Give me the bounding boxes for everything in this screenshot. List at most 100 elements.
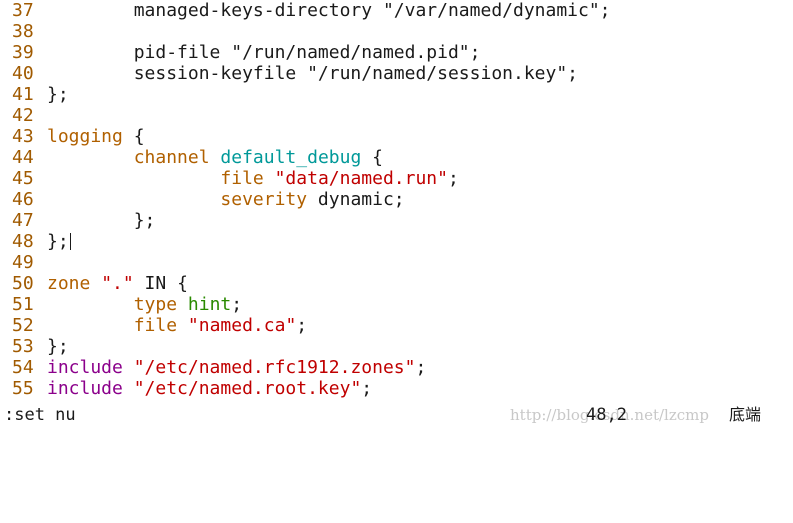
line-number: 55	[12, 378, 34, 399]
line-number: 47	[12, 210, 34, 231]
code-token: "."	[101, 273, 134, 294]
code-token	[123, 357, 134, 378]
line-number: 48	[12, 231, 34, 252]
cursor-position: 48,2	[586, 405, 627, 425]
line-text: };	[47, 210, 156, 231]
code-token: };	[47, 231, 69, 252]
code-token: pid-file "/run/named/named.pid";	[47, 42, 481, 63]
line-text: include "/etc/named.rfc1912.zones";	[47, 357, 426, 378]
code-line[interactable]: 37 managed-keys-directory "/var/named/dy…	[0, 0, 793, 21]
line-number: 46	[12, 189, 34, 210]
code-token: IN {	[133, 273, 188, 294]
code-token: file	[220, 168, 264, 189]
line-number: 50	[12, 273, 34, 294]
code-token: ;	[231, 294, 243, 315]
line-number: 53	[12, 336, 34, 357]
code-token: };	[47, 84, 69, 105]
line-text: session-keyfile "/run/named/session.key"…	[47, 63, 578, 84]
code-token	[47, 294, 134, 315]
line-text: type hint;	[47, 294, 242, 315]
code-line[interactable]: 55 include "/etc/named.root.key";	[0, 378, 793, 399]
code-line[interactable]: 39 pid-file "/run/named/named.pid";	[0, 42, 793, 63]
code-token: channel	[133, 147, 210, 168]
code-token: type	[133, 294, 178, 315]
code-token: "named.ca"	[187, 315, 297, 336]
scroll-position: 底端	[729, 405, 762, 424]
code-token: {	[122, 126, 145, 147]
code-line[interactable]: 50 zone "." IN {	[0, 273, 793, 294]
code-token: ;	[296, 315, 308, 336]
code-token: {	[361, 147, 383, 168]
code-token: dynamic;	[307, 189, 405, 210]
code-line[interactable]: 46 severity dynamic;	[0, 189, 793, 210]
code-token	[264, 168, 275, 189]
code-token: ;	[447, 168, 459, 189]
line-text: pid-file "/run/named/named.pid";	[47, 42, 481, 63]
code-token	[210, 147, 221, 168]
editor-text-area[interactable]: 37 managed-keys-directory "/var/named/dy…	[0, 0, 793, 403]
code-token: "data/named.run"	[274, 168, 448, 189]
code-line[interactable]: 43 logging {	[0, 126, 793, 147]
code-token	[177, 315, 188, 336]
line-text: managed-keys-directory "/var/named/dynam…	[47, 0, 611, 21]
code-token	[90, 273, 101, 294]
code-line[interactable]: 51 type hint;	[0, 294, 793, 315]
code-token: };	[47, 336, 69, 357]
line-text: zone "." IN {	[47, 273, 188, 294]
code-line[interactable]: 45 file "data/named.run";	[0, 168, 793, 189]
line-text: include "/etc/named.root.key";	[47, 378, 372, 399]
code-token: };	[47, 210, 156, 231]
code-line[interactable]: 41};	[0, 84, 793, 105]
line-text: };	[47, 336, 69, 357]
code-token: logging	[47, 126, 123, 147]
code-token: hint	[187, 294, 232, 315]
code-line[interactable]: 42	[0, 105, 793, 126]
line-text: severity dynamic;	[47, 189, 405, 210]
code-line[interactable]: 47 };	[0, 210, 793, 231]
line-text: file "named.ca";	[47, 315, 307, 336]
code-token	[123, 378, 134, 399]
code-line[interactable]: 40 session-keyfile "/run/named/session.k…	[0, 63, 793, 84]
line-text: file "data/named.run";	[47, 168, 459, 189]
line-number: 43	[12, 126, 34, 147]
code-token: session-keyfile "/run/named/session.key"…	[47, 63, 579, 84]
line-number: 45	[12, 168, 34, 189]
code-token: severity	[220, 189, 308, 210]
code-line[interactable]: 53};	[0, 336, 793, 357]
code-token: include	[47, 357, 123, 378]
line-number: 37	[12, 0, 34, 21]
code-line[interactable]: 38	[0, 21, 793, 42]
line-text: };	[47, 84, 69, 105]
line-number: 42	[12, 105, 34, 126]
code-line[interactable]: 48};	[0, 231, 793, 252]
code-token	[47, 315, 134, 336]
line-number: 49	[12, 252, 34, 273]
watermark-text: http://blog.csdn.net/lzcmp	[510, 406, 709, 424]
code-token: "/etc/named.root.key"	[133, 378, 362, 399]
code-line[interactable]: 54 include "/etc/named.rfc1912.zones";	[0, 357, 793, 378]
command-line[interactable]: :set nu	[4, 405, 76, 425]
line-number: 44	[12, 147, 34, 168]
line-text: };	[47, 231, 71, 252]
code-token: ;	[415, 357, 427, 378]
line-number: 41	[12, 84, 34, 105]
code-line[interactable]: 52 file "named.ca";	[0, 315, 793, 336]
line-text: logging {	[47, 126, 145, 147]
code-token: zone	[47, 273, 91, 294]
status-bar: http://blog.csdn.net/lzcmp :set nu 48,2 …	[0, 403, 793, 427]
code-token	[177, 294, 188, 315]
code-token	[47, 189, 220, 210]
code-token	[47, 168, 220, 189]
code-token: "/etc/named.rfc1912.zones"	[133, 357, 416, 378]
line-number: 38	[12, 21, 34, 42]
code-token: file	[133, 315, 178, 336]
code-token: default_debug	[220, 147, 362, 168]
code-line[interactable]: 44 channel default_debug {	[0, 147, 793, 168]
code-line[interactable]: 49	[0, 252, 793, 273]
text-cursor	[69, 233, 71, 250]
line-number: 54	[12, 357, 34, 378]
line-number: 39	[12, 42, 34, 63]
line-number: 52	[12, 315, 34, 336]
line-number: 51	[12, 294, 34, 315]
line-number: 40	[12, 63, 34, 84]
